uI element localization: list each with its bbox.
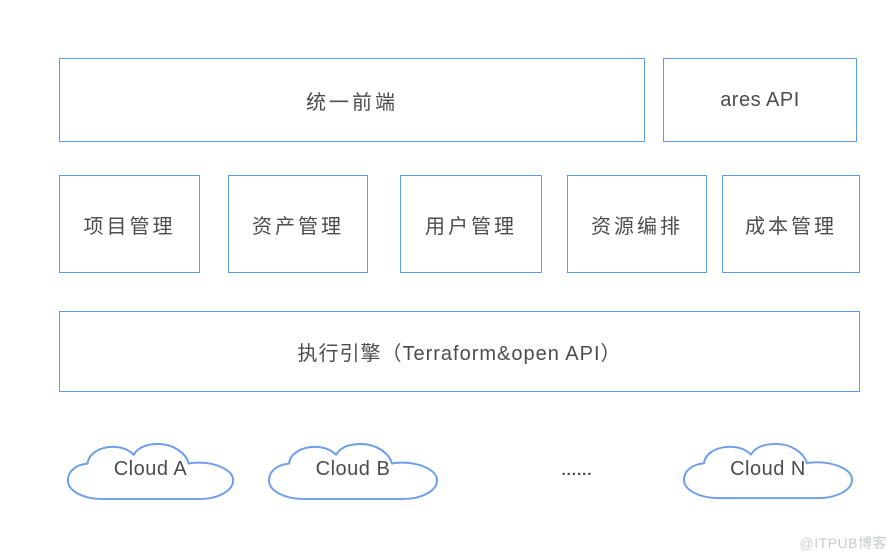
ares-api-label: ares API [720,88,800,111]
unified-frontend-label: 统一前端 [306,91,398,114]
module-label: 资源编排 [591,215,683,238]
module-label: 用户管理 [425,215,517,238]
module-label: 成本管理 [745,215,837,238]
module-label: 项目管理 [83,215,176,238]
module-box-project-mgmt: 项目管理 [59,175,200,273]
module-label: 资产管理 [252,215,344,238]
module-box-asset-mgmt: 资产管理 [228,175,368,273]
module-box-resource-orchestration: 资源编排 [567,175,707,273]
cloud-a: Cloud A [62,442,239,503]
more-clouds-ellipsis: ...... [561,462,593,479]
cloud-n: Cloud N [678,442,858,502]
module-box-cost-mgmt: 成本管理 [722,175,860,273]
execution-engine-label: 执行引擎（Terraform&open API） [297,343,622,365]
itpub-watermark: @ITPUB博客 [799,535,887,551]
cloud-b: Cloud B [263,442,443,503]
unified-frontend-box: 统一前端 [59,58,645,142]
cloud-a-label: Cloud A [113,458,188,480]
cloud-icon [683,442,853,500]
module-box-user-mgmt: 用户管理 [400,175,542,273]
ares-api-box: ares API [663,58,857,142]
execution-engine-box: 执行引擎（Terraform&open API） [59,311,860,392]
cloud-b-label: Cloud B [315,458,391,480]
cloud-n-label: Cloud N [730,457,806,480]
cloud-icon [66,442,235,501]
cloud-icon [268,442,438,501]
